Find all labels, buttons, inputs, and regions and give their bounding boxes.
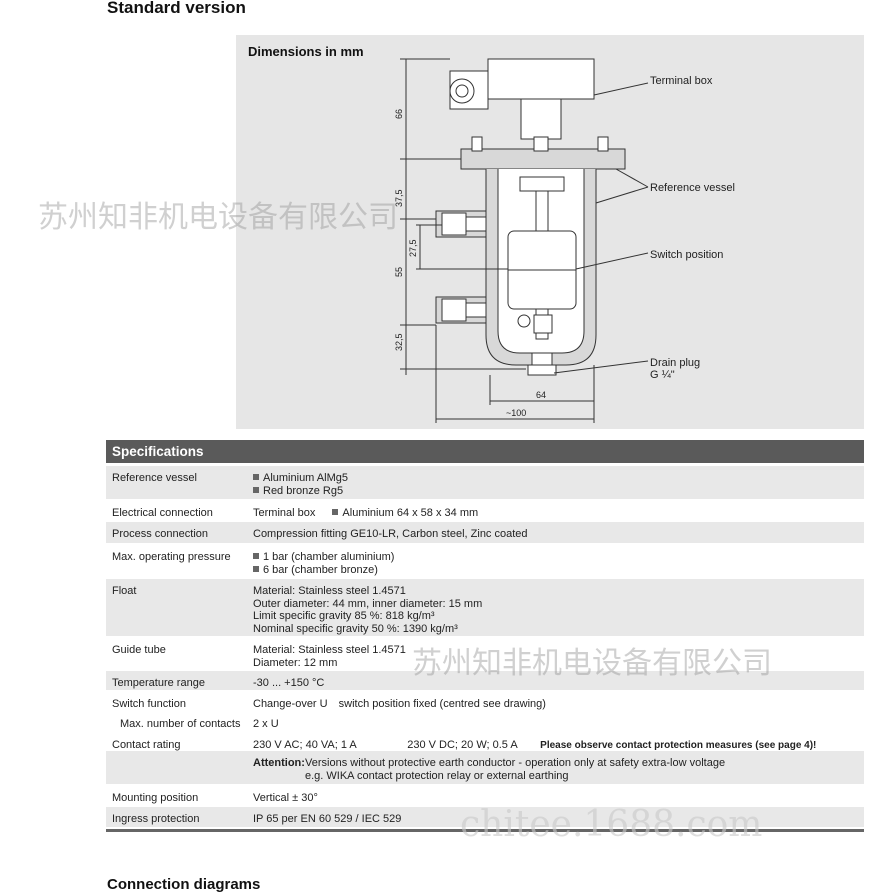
specifications-table: Reference vessel Aluminium AlMg5 Red bro… (106, 466, 864, 829)
spec-label: Electrical connection (112, 507, 213, 519)
specifications-bottom-rule (106, 829, 864, 832)
spec-text: Change-over U (253, 698, 328, 710)
spec-label: Max. number of contacts (120, 718, 241, 730)
dim-66: 66 (394, 109, 404, 119)
callout-reference-vessel: Reference vessel (650, 182, 735, 194)
spec-bullet: 1 bar (chamber aluminium) (253, 551, 864, 564)
callout-drain-plug: Drain plug (650, 357, 701, 369)
dim-37-5: 37,5 (394, 189, 404, 207)
spec-text: Limit specific gravity 85 %: 818 kg/m³ (253, 610, 435, 622)
spec-value: Attention: Versions without protective e… (251, 751, 864, 784)
dimension-drawing: Dimensions in mm (236, 35, 864, 429)
vessel-drawing-svg: 66 37,5 27,5 55 32,5 64 ~100 (394, 58, 649, 423)
attention-text: Versions without protective earth conduc… (305, 757, 725, 784)
spec-label: Switch function (112, 698, 186, 710)
spec-bullet: Red bronze Rg5 (253, 485, 864, 498)
callout-terminal-box: Terminal box (650, 75, 713, 87)
spec-row-electrical-connection: Electrical connection Terminal box Alumi… (106, 501, 864, 520)
spec-text: Terminal box (253, 507, 316, 519)
spec-text: Versions without protective earth conduc… (305, 757, 726, 769)
spec-value: -30 ... +150 °C (253, 677, 325, 689)
spec-text: Material: Stainless steel 1.4571 (253, 585, 406, 597)
spec-note: Please observe contact protection measur… (540, 740, 817, 751)
spec-row-temperature: Temperature range -30 ... +150 °C (106, 671, 864, 690)
spec-value: Compression fitting GE10-LR, Carbon stee… (253, 528, 528, 540)
spec-label: Contact rating (112, 739, 181, 751)
specifications-header: Specifications (106, 440, 864, 463)
spec-row-mounting: Mounting position Vertical ± 30° (106, 786, 864, 805)
spec-row-guide-tube: Guide tube Material: Stainless steel 1.4… (106, 638, 864, 669)
attention-label: Attention: (253, 757, 305, 769)
dim-64: 64 (536, 390, 546, 400)
spec-text: Diameter: 12 mm (253, 656, 338, 669)
spec-value: Vertical ± 30° (253, 792, 318, 804)
spec-row-max-contacts: Max. number of contacts 2 x U (106, 712, 864, 731)
callout-drain-plug-size: G ¼" (650, 369, 675, 381)
terminal-box-shape (487, 58, 595, 100)
spec-value: Material: Stainless steel 1.4571 Diamete… (251, 638, 864, 669)
spec-label: Max. operating pressure (112, 551, 231, 563)
dim-27-5: 27,5 (408, 239, 418, 257)
spec-row-attention: Attention: Versions without protective e… (106, 751, 864, 784)
spec-bullet: 6 bar (chamber bronze) (253, 564, 864, 577)
spec-bullet: Aluminium 64 x 58 x 34 mm (332, 507, 478, 519)
spec-row-reference-vessel: Reference vessel Aluminium AlMg5 Red bro… (106, 466, 864, 499)
dim-100: ~100 (506, 408, 526, 418)
spec-text: 230 V AC; 40 VA; 1 A (253, 739, 357, 751)
spec-label: Mounting position (112, 792, 199, 804)
spec-value: 230 V AC; 40 VA; 1 A 230 V DC; 20 W; 0.5… (251, 733, 864, 751)
spec-label: Temperature range (112, 677, 205, 689)
spec-text: e.g. WIKA contact protection relay or ex… (305, 769, 569, 782)
spec-label: Guide tube (112, 644, 166, 656)
spec-row-float: Float Material: Stainless steel 1.4571 O… (106, 579, 864, 636)
spec-text: switch position fixed (centred see drawi… (338, 698, 546, 710)
spec-label: Reference vessel (112, 472, 197, 484)
spec-value: 2 x U (253, 718, 279, 730)
spec-row-switch-function: Switch function Change-over U switch pos… (106, 692, 864, 710)
spec-value: 1 bar (chamber aluminium) 6 bar (chamber… (251, 545, 864, 577)
spec-label: Ingress protection (112, 813, 200, 825)
dim-55: 55 (394, 267, 404, 277)
spec-label (106, 751, 251, 784)
spec-row-max-pressure: Max. operating pressure 1 bar (chamber a… (106, 545, 864, 577)
callout-switch-position: Switch position (650, 249, 724, 261)
dim-32-5: 32,5 (394, 333, 404, 351)
page-title: Standard version (107, 0, 246, 17)
spec-value: Change-over U switch position fixed (cen… (251, 692, 864, 710)
spec-text: 230 V DC; 20 W; 0.5 A (407, 739, 518, 751)
spec-value: Aluminium AlMg5 Red bronze Rg5 (251, 466, 864, 499)
spec-row-contact-rating: Contact rating 230 V AC; 40 VA; 1 A 230 … (106, 733, 864, 751)
spec-value: Terminal box Aluminium 64 x 58 x 34 mm (251, 501, 864, 520)
spec-value: IP 65 per EN 60 529 / IEC 529 (253, 813, 402, 825)
spec-bullet: Aluminium AlMg5 (253, 472, 864, 485)
spec-row-ingress: Ingress protection IP 65 per EN 60 529 /… (106, 807, 864, 827)
spec-label: Float (112, 585, 137, 597)
spec-row-process-connection: Process connection Compression fitting G… (106, 522, 864, 543)
drawing-title: Dimensions in mm (248, 44, 364, 59)
spec-text: Nominal specific gravity 50 %: 1390 kg/m… (253, 622, 458, 635)
spec-value: Material: Stainless steel 1.4571 Outer d… (251, 579, 864, 636)
spec-text: Outer diameter: 44 mm, inner diameter: 1… (253, 597, 483, 610)
flange-shape (460, 148, 626, 170)
spec-text: Material: Stainless steel 1.4571 (253, 644, 406, 656)
spec-label: Process connection (112, 528, 208, 540)
